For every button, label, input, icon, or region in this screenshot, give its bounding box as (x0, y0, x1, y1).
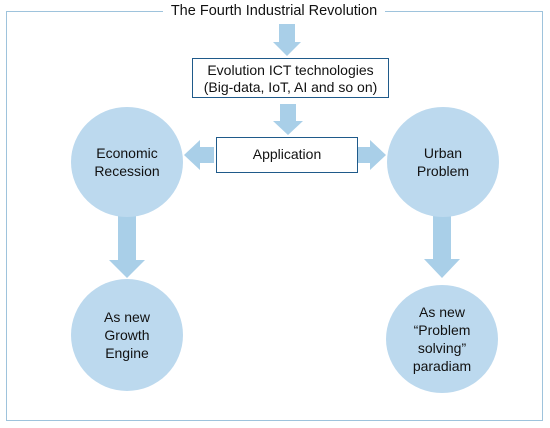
diagram-title: The Fourth Industrial Revolution (163, 1, 385, 21)
problem-solving-line-4: paradiam (412, 358, 472, 374)
arrow-down-to-growth-engine (109, 215, 145, 278)
arrow-left-to-economic-recession (184, 140, 214, 170)
arrow-down-to-problem-solving (424, 215, 460, 278)
economic-recession-line-1: Economic (96, 145, 158, 161)
application-box: Application (216, 137, 358, 173)
economic-recession-node: Economic Recession (71, 107, 183, 217)
evolution-line-1: Evolution ICT technologies (207, 62, 374, 78)
evolution-ict-box: Evolution ICT technologies (Big-data, Io… (192, 58, 389, 98)
problem-solving-line-2: “Problem (413, 322, 471, 338)
problem-solving-node: As new “Problem solving” paradiam (386, 285, 498, 393)
arrow-down-title-to-evolution (273, 24, 301, 56)
growth-engine-line-3: Engine (105, 345, 149, 361)
arrow-down-evolution-to-application (273, 104, 303, 135)
growth-engine-line-2: Growth (104, 327, 150, 343)
urban-problem-node: Urban Problem (387, 107, 499, 217)
growth-engine-node: As new Growth Engine (71, 279, 183, 391)
problem-solving-line-3: solving” (417, 340, 467, 356)
evolution-line-2: (Big-data, IoT, AI and so on) (203, 79, 378, 95)
growth-engine-line-1: As new (104, 309, 150, 325)
arrow-right-to-urban-problem (351, 140, 386, 170)
economic-recession-line-2: Recession (94, 163, 160, 179)
problem-solving-line-1: As new (419, 304, 465, 320)
urban-problem-line-2: Problem (416, 163, 470, 179)
urban-problem-line-1: Urban (423, 145, 463, 161)
